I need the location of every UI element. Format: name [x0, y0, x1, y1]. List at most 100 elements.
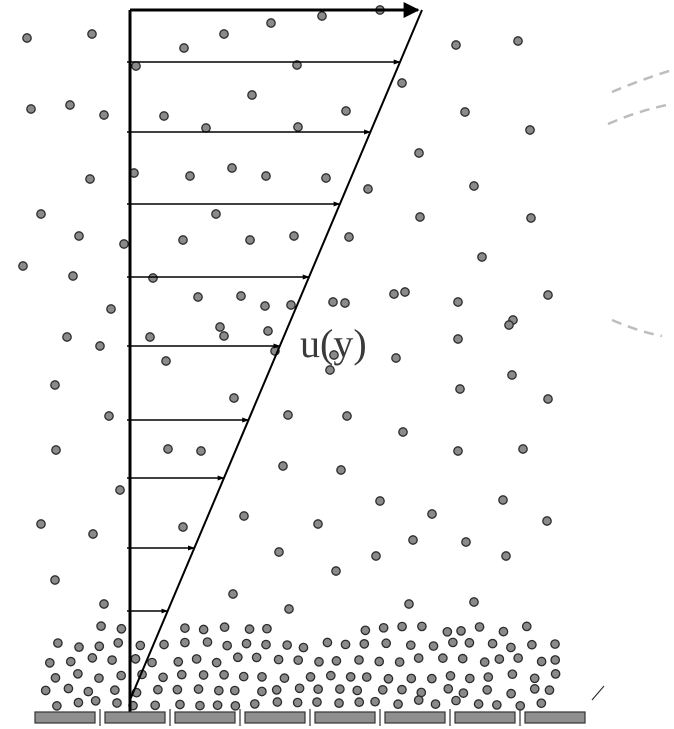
fluid-particle	[193, 292, 203, 302]
fluid-particle	[377, 684, 388, 695]
fluid-particle	[513, 36, 523, 46]
fluid-particle	[428, 641, 439, 651]
fluid-particle	[479, 657, 490, 667]
fluid-particle	[278, 461, 288, 471]
fluid-particle	[236, 291, 246, 301]
fluid-particle	[426, 673, 437, 684]
fluid-particle	[94, 641, 105, 652]
fluid-particles	[18, 5, 561, 711]
fluid-particle	[257, 672, 267, 682]
fluid-particle	[196, 446, 206, 456]
fluid-particle	[340, 639, 351, 650]
fluid-particle	[321, 173, 331, 183]
fluid-particle	[172, 684, 183, 695]
fluid-particle	[363, 184, 373, 194]
fluid-particle	[202, 637, 213, 647]
fluid-particle	[262, 623, 272, 634]
fluid-particle	[158, 672, 168, 683]
fluid-particle	[325, 365, 335, 375]
faint-dashed-arc	[611, 68, 673, 94]
fluid-particle	[383, 673, 394, 684]
fluid-particle	[328, 297, 338, 307]
fluid-particle	[445, 670, 456, 681]
fluid-particle	[36, 209, 46, 219]
fluid-particle	[51, 445, 61, 455]
fluid-particle	[282, 640, 293, 650]
faint-dashed-arcs	[607, 68, 673, 338]
fluid-particle	[550, 669, 561, 679]
fluid-particle	[494, 654, 505, 664]
fluid-particle	[507, 370, 517, 380]
fluid-particle	[491, 700, 502, 710]
fluid-particle	[397, 621, 407, 632]
fluid-particle	[148, 273, 158, 283]
fluid-particle	[293, 655, 304, 666]
velocity-profile-line	[129, 9, 423, 701]
fluid-particle	[74, 231, 84, 241]
fluid-particle	[513, 653, 523, 663]
fluid-particle	[451, 695, 461, 706]
fluid-particle	[239, 511, 249, 521]
wall-segment	[314, 711, 376, 724]
fluid-particle	[550, 639, 560, 649]
fluid-particle	[456, 626, 466, 636]
fluid-particle	[87, 29, 97, 39]
fluid-particle	[50, 380, 60, 390]
fluid-particle	[543, 290, 553, 300]
fluid-particle	[477, 252, 487, 262]
fluid-particle	[198, 624, 209, 635]
fluid-particle	[238, 671, 249, 682]
fluid-particle	[87, 653, 98, 663]
fluid-particle	[544, 685, 555, 696]
fluid-particle	[50, 575, 60, 585]
fluid-particle	[415, 212, 425, 222]
fluid-particle	[378, 622, 389, 633]
fluid-particle	[289, 231, 299, 241]
fluid-particle	[313, 519, 323, 529]
fluid-particle	[284, 604, 294, 614]
fluid-particle	[360, 625, 371, 636]
fluid-particle	[374, 656, 385, 667]
fluid-particle	[266, 18, 276, 28]
fluid-particle	[180, 637, 190, 648]
fluid-particle	[159, 639, 169, 650]
wall-segment	[384, 711, 446, 724]
fluid-particle	[312, 697, 322, 707]
fluid-particle	[536, 656, 547, 667]
fluid-particle	[104, 411, 114, 421]
fluid-particle	[195, 700, 205, 711]
fluid-particle	[293, 122, 303, 132]
fluid-particle	[473, 699, 484, 709]
fluid-particle	[261, 171, 271, 181]
fluid-particle	[504, 320, 514, 330]
fluid-particle	[405, 640, 416, 651]
fluid-particle	[453, 334, 463, 344]
fluid-particle	[73, 668, 83, 679]
fluid-particle	[342, 411, 352, 421]
fluid-particle	[106, 304, 116, 314]
fluid-particle	[394, 657, 405, 667]
fluid-particle	[427, 509, 437, 519]
fluid-particle	[329, 350, 339, 360]
fluid-particle	[525, 125, 535, 135]
wall-segment	[34, 711, 96, 724]
fluid-particle	[354, 697, 365, 708]
fluid-particle	[65, 100, 75, 110]
fluid-particle	[331, 656, 342, 666]
fluid-particle	[179, 43, 189, 53]
fluid-particle	[244, 624, 255, 634]
fluid-particle	[273, 654, 284, 665]
fluid-particle	[251, 652, 262, 663]
fluid-particle	[263, 326, 273, 336]
fluid-particle	[153, 684, 163, 695]
fluid-particle	[272, 697, 283, 707]
fluid-particle	[74, 642, 84, 653]
fluid-particle	[176, 669, 187, 680]
fluid-particle	[526, 213, 536, 223]
fluid-particle	[215, 322, 225, 332]
fluid-particle	[211, 657, 222, 668]
fluid-particle	[507, 669, 518, 680]
fluid-particle	[340, 298, 350, 308]
fluid-particle	[229, 685, 240, 696]
fluid-particle	[112, 698, 122, 708]
